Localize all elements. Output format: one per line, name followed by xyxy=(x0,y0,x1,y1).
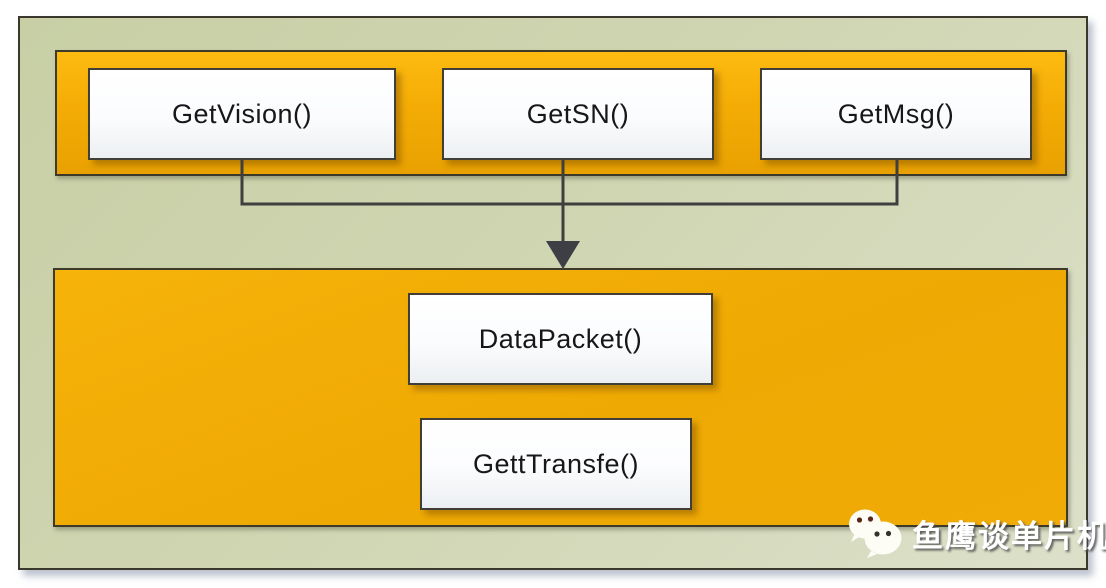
watermark: 鱼鹰谈单片机 xyxy=(846,502,1106,564)
wechat-icon xyxy=(849,509,902,558)
node-datapacket: DataPacket() xyxy=(408,293,713,385)
node-datapacket-label: DataPacket() xyxy=(478,323,643,354)
source-functions-group: GetVision() GetSN() GetMsg() xyxy=(55,50,1067,176)
watermark-text: 鱼鹰谈单片机 xyxy=(912,518,1106,555)
node-getsn: GetSN() xyxy=(442,68,714,160)
node-getmsg: GetMsg() xyxy=(760,68,1032,160)
node-getttransfe: GettTransfe() xyxy=(420,418,692,510)
packet-functions-group: DataPacket() GettTransfe() xyxy=(53,268,1068,527)
node-getvision-label: GetVision() xyxy=(171,98,313,129)
node-getttransfe-label: GettTransfe() xyxy=(472,448,640,479)
node-getsn-label: GetSN() xyxy=(526,98,630,129)
node-getmsg-label: GetMsg() xyxy=(837,98,955,129)
node-getvision: GetVision() xyxy=(88,68,396,160)
